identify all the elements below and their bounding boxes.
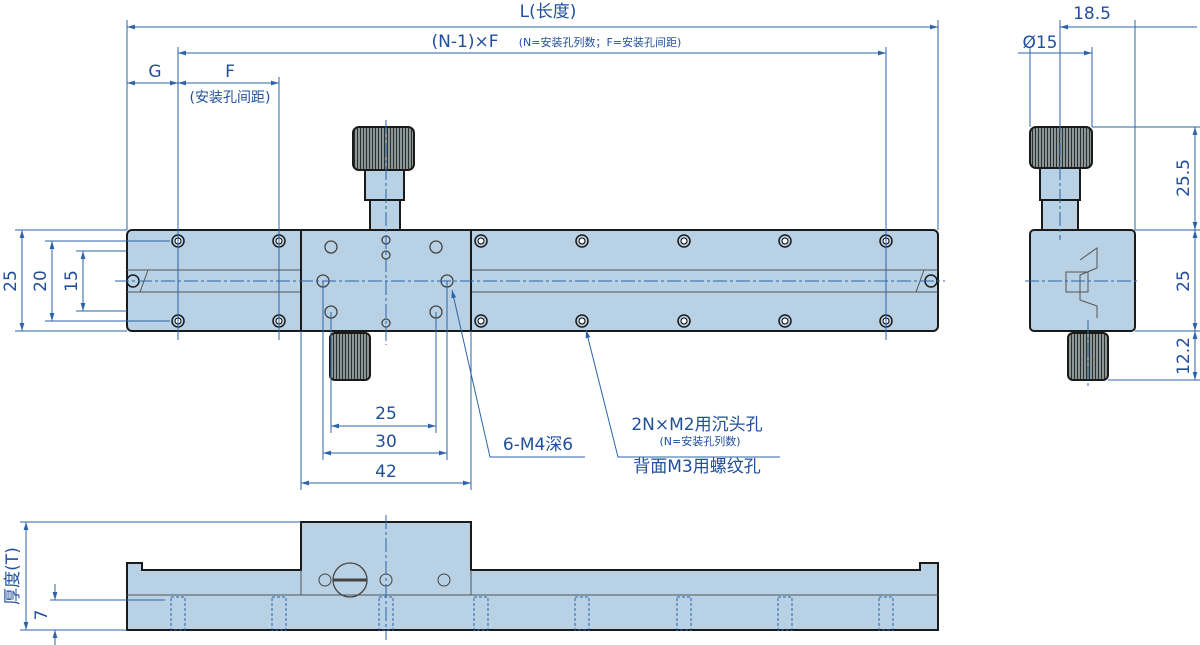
- dimensions: L(长度) (N-1)×F (N=安装孔列数；F=安装孔间距) G F (安装孔…: [1, 2, 939, 490]
- pitch-note: (N=安装孔列数；F=安装孔间距): [519, 35, 682, 49]
- front-view: 厚度(T) 7: [3, 515, 939, 645]
- carriage-dim-30: 30: [375, 432, 397, 452]
- m2-callout: 2N×M2用沉头孔: [631, 415, 762, 435]
- knob-height: 25.5: [1174, 159, 1194, 197]
- f-note: (安装孔间距): [190, 90, 271, 106]
- side-dimensions: Ø15 18.5 25.5 25 12.2: [1018, 4, 1200, 381]
- hole-depth: 7: [32, 610, 52, 621]
- knob: [329, 332, 371, 381]
- dim-20: 20: [31, 270, 51, 292]
- carriage-dim-42: 42: [375, 462, 397, 482]
- length-label: L(长度): [520, 2, 577, 22]
- m4-callout: 6-M4深6: [503, 435, 573, 455]
- dim-15: 15: [62, 270, 82, 292]
- knob: [352, 126, 415, 171]
- m2-note: (N=安装孔列数): [659, 434, 740, 448]
- diameter-label: Ø15: [1022, 33, 1057, 53]
- side-view: Ø15 18.5 25.5 25 12.2: [1018, 4, 1200, 388]
- bottom-knob: 12.2: [1174, 337, 1194, 375]
- pitch-label: (N-1)×F: [432, 32, 499, 52]
- m3-callout: 背面M3用螺纹孔: [633, 457, 760, 477]
- top-view: L(长度) (N-1)×F (N=安装孔列数；F=安装孔间距) G F (安装孔…: [1, 2, 945, 490]
- thickness-label: 厚度(T): [3, 547, 23, 605]
- g-label: G: [148, 62, 161, 82]
- body-height: 25: [1174, 270, 1194, 292]
- knob: [1029, 126, 1093, 169]
- offset-label: 18.5: [1073, 4, 1111, 24]
- dim-25: 25: [1, 270, 21, 292]
- front-dimensions: 厚度(T) 7: [3, 521, 301, 645]
- f-label: F: [225, 62, 235, 82]
- carriage-dim-25: 25: [375, 404, 397, 424]
